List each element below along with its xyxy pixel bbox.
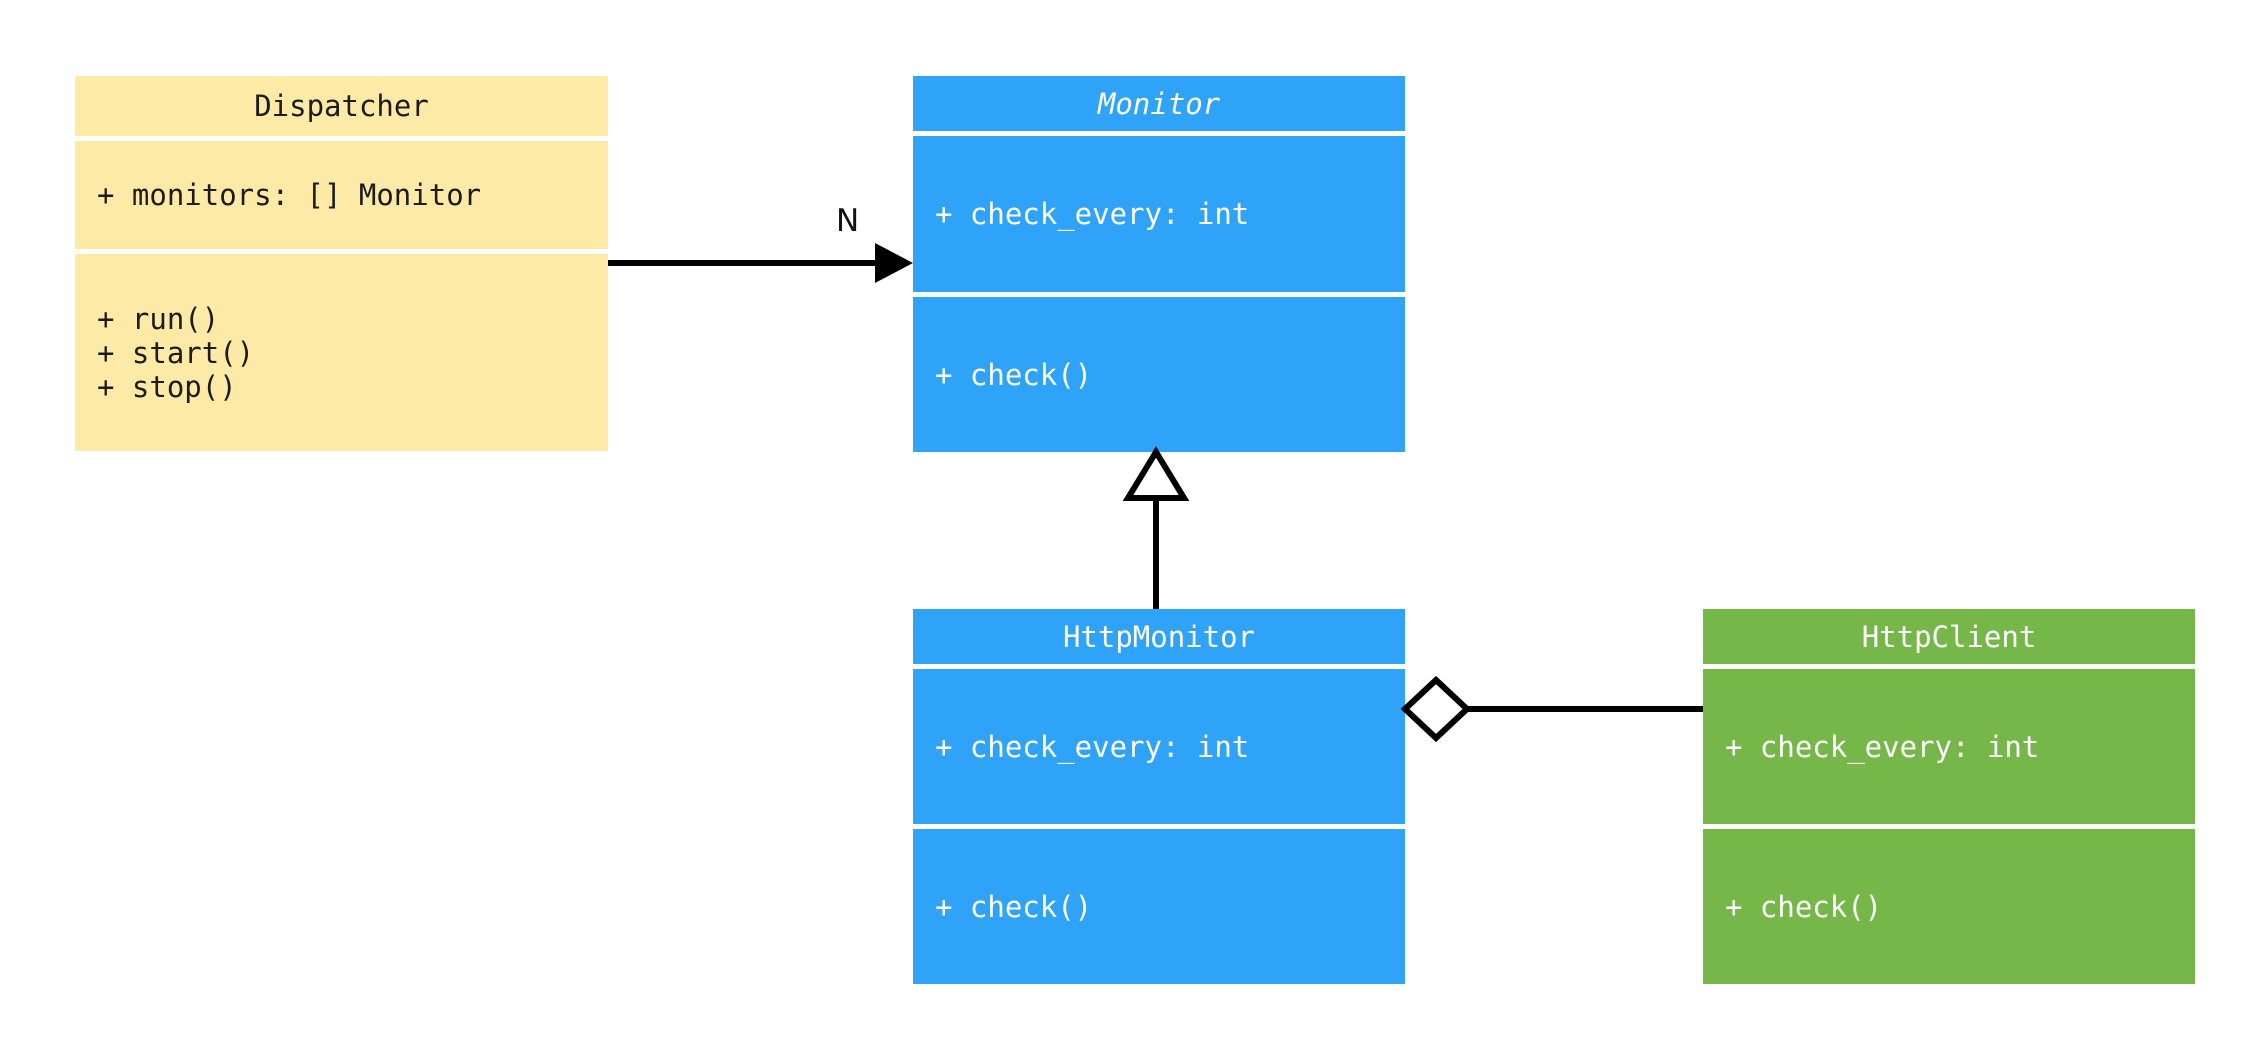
- uml-class-dispatcher[interactable]: Dispatcher + monitors: [] Monitor + run(…: [75, 76, 608, 451]
- class-name-compartment: Monitor: [913, 76, 1405, 131]
- generalization-httpmonitor-monitor: [1122, 446, 1190, 609]
- methods-compartment: + check(): [913, 829, 1405, 984]
- attribute-row: + check_every: int: [1725, 729, 2040, 764]
- uml-class-httpclient[interactable]: HttpClient + check_every: int + check(): [1703, 609, 2195, 984]
- attributes-compartment: + monitors: [] Monitor: [75, 141, 608, 249]
- attribute-row: + check_every: int: [935, 197, 1250, 231]
- association-multiplicity-label: N: [836, 203, 860, 239]
- aggregation-httpmonitor-httpclient: [1400, 675, 1703, 743]
- method-row: + check(): [1725, 889, 1883, 924]
- hollow-diamond-icon: [1400, 675, 1472, 743]
- methods-compartment: + check(): [913, 297, 1405, 452]
- method-row: + start(): [97, 335, 255, 370]
- class-name-compartment: HttpMonitor: [913, 609, 1405, 664]
- class-title-dispatcher: Dispatcher: [254, 89, 429, 123]
- method-row: + check(): [935, 889, 1093, 924]
- methods-compartment: + run() + start() + stop(): [75, 254, 608, 451]
- association-dispatcher-monitor: [608, 243, 913, 283]
- attributes-compartment: + check_every: int: [1703, 669, 2195, 824]
- attributes-compartment: + check_every: int: [913, 669, 1405, 824]
- attributes-compartment: + check_every: int: [913, 136, 1405, 292]
- uml-class-monitor[interactable]: Monitor + check_every: int + check(): [913, 76, 1405, 452]
- class-name-compartment: Dispatcher: [75, 76, 608, 136]
- method-row: + run(): [97, 301, 220, 336]
- attribute-row: + monitors: [] Monitor: [97, 178, 482, 212]
- class-title-httpclient: HttpClient: [1861, 619, 2037, 654]
- method-row: + stop(): [97, 369, 237, 404]
- class-title-httpmonitor: HttpMonitor: [1062, 619, 1256, 654]
- attribute-row: + check_every: int: [935, 729, 1250, 764]
- class-title-monitor: Monitor: [1097, 86, 1221, 121]
- class-name-compartment: HttpClient: [1703, 609, 2195, 664]
- filled-arrowhead-icon: [875, 243, 913, 283]
- methods-compartment: + check(): [1703, 829, 2195, 984]
- method-row: + check(): [935, 357, 1093, 392]
- uml-class-httpmonitor[interactable]: HttpMonitor + check_every: int + check(): [913, 609, 1405, 984]
- hollow-triangle-arrowhead-icon: [1122, 446, 1190, 501]
